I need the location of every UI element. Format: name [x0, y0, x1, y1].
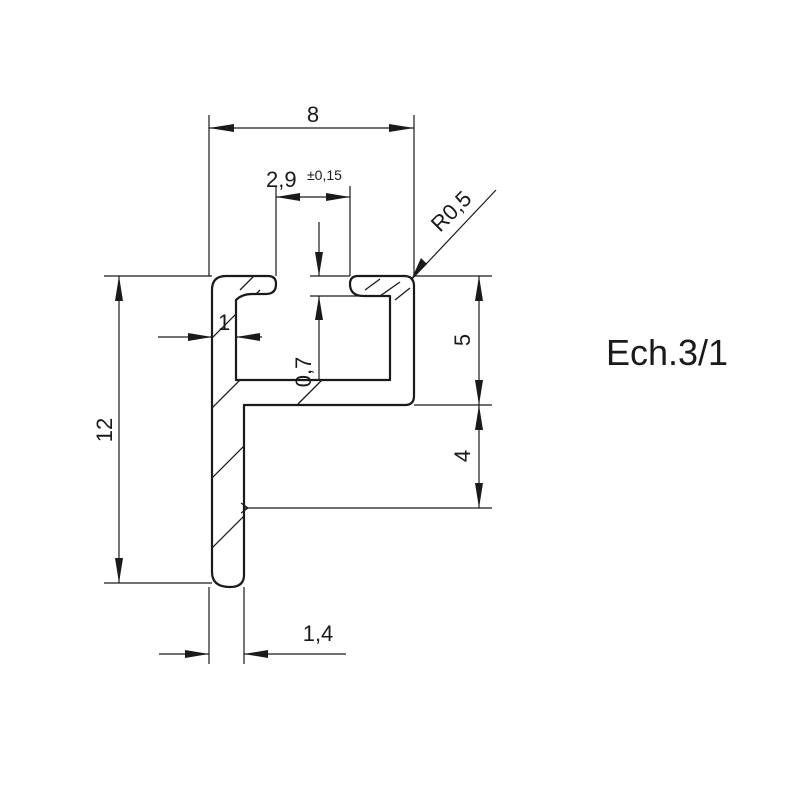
dimension-base-thickness: 1,4	[159, 587, 346, 664]
slot-width-label: 2,9	[266, 167, 297, 192]
profile-section	[210, 274, 416, 589]
lower-height-label: 4	[450, 450, 475, 462]
total-height-label: 12	[92, 418, 117, 442]
dimension-lip-thickness: 0,7	[291, 222, 390, 387]
upper-height-label: 5	[450, 334, 475, 346]
base-thickness-label: 1,4	[303, 621, 334, 646]
dimension-web-thickness: 1	[158, 310, 262, 341]
web-thickness-label: 1	[218, 310, 230, 335]
profile-outline	[210, 274, 416, 589]
dimension-lower-height: 4	[240, 405, 492, 514]
total-width-label: 8	[307, 102, 319, 127]
slot-tolerance-label: ±0,15	[307, 167, 342, 183]
dimension-total-width: 8	[208, 102, 415, 276]
dimension-upper-height: 5	[414, 275, 492, 406]
dimension-total-height: 12	[92, 275, 212, 584]
scale-label: Ech.3/1	[606, 332, 728, 373]
dimension-slot-width: 2,9 ±0,15	[266, 167, 351, 276]
corner-radius-label: R0,5	[426, 186, 477, 237]
lip-thickness-label: 0,7	[291, 357, 316, 388]
dimension-corner-radius: R0,5	[410, 186, 497, 281]
